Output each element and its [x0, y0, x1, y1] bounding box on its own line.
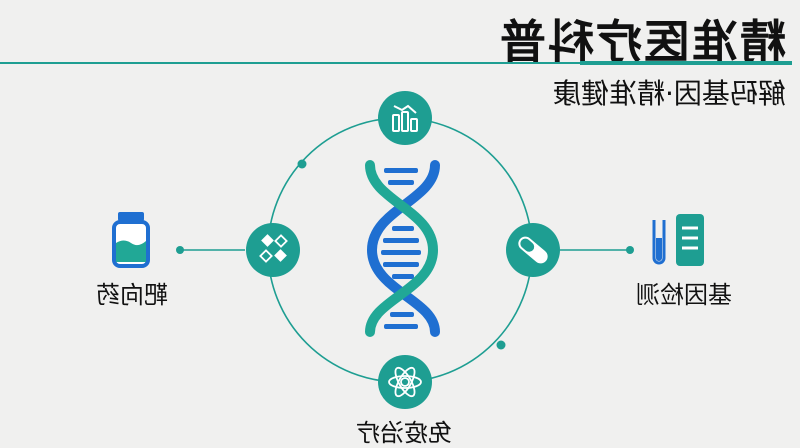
left-label-text: 靶向药: [96, 281, 168, 309]
capsule-icon[interactable]: [506, 223, 560, 277]
chart-icon[interactable]: [378, 91, 432, 145]
atom-icon[interactable]: [378, 355, 432, 409]
test-tube-clipboard-icon: [652, 214, 704, 266]
bottom-node-label: 免疫治疗: [356, 413, 452, 448]
connector-dot: [626, 246, 634, 254]
connector-dot: [176, 246, 184, 254]
divider-accent: [580, 61, 792, 65]
divider-line: [0, 62, 792, 64]
dna-helix-icon: [365, 160, 440, 337]
left-item-label: 靶向药: [96, 275, 168, 310]
diagram: [112, 91, 704, 409]
medicine-bottle-icon: [112, 212, 150, 268]
molecule-icon[interactable]: [246, 223, 300, 277]
orbit-dot: [297, 159, 307, 169]
right-label-text: 基因检测: [636, 281, 732, 309]
bottom-label-text: 免疫治疗: [356, 419, 452, 447]
right-item-label: 基因检测: [636, 275, 732, 310]
orbit-dot: [496, 340, 506, 350]
